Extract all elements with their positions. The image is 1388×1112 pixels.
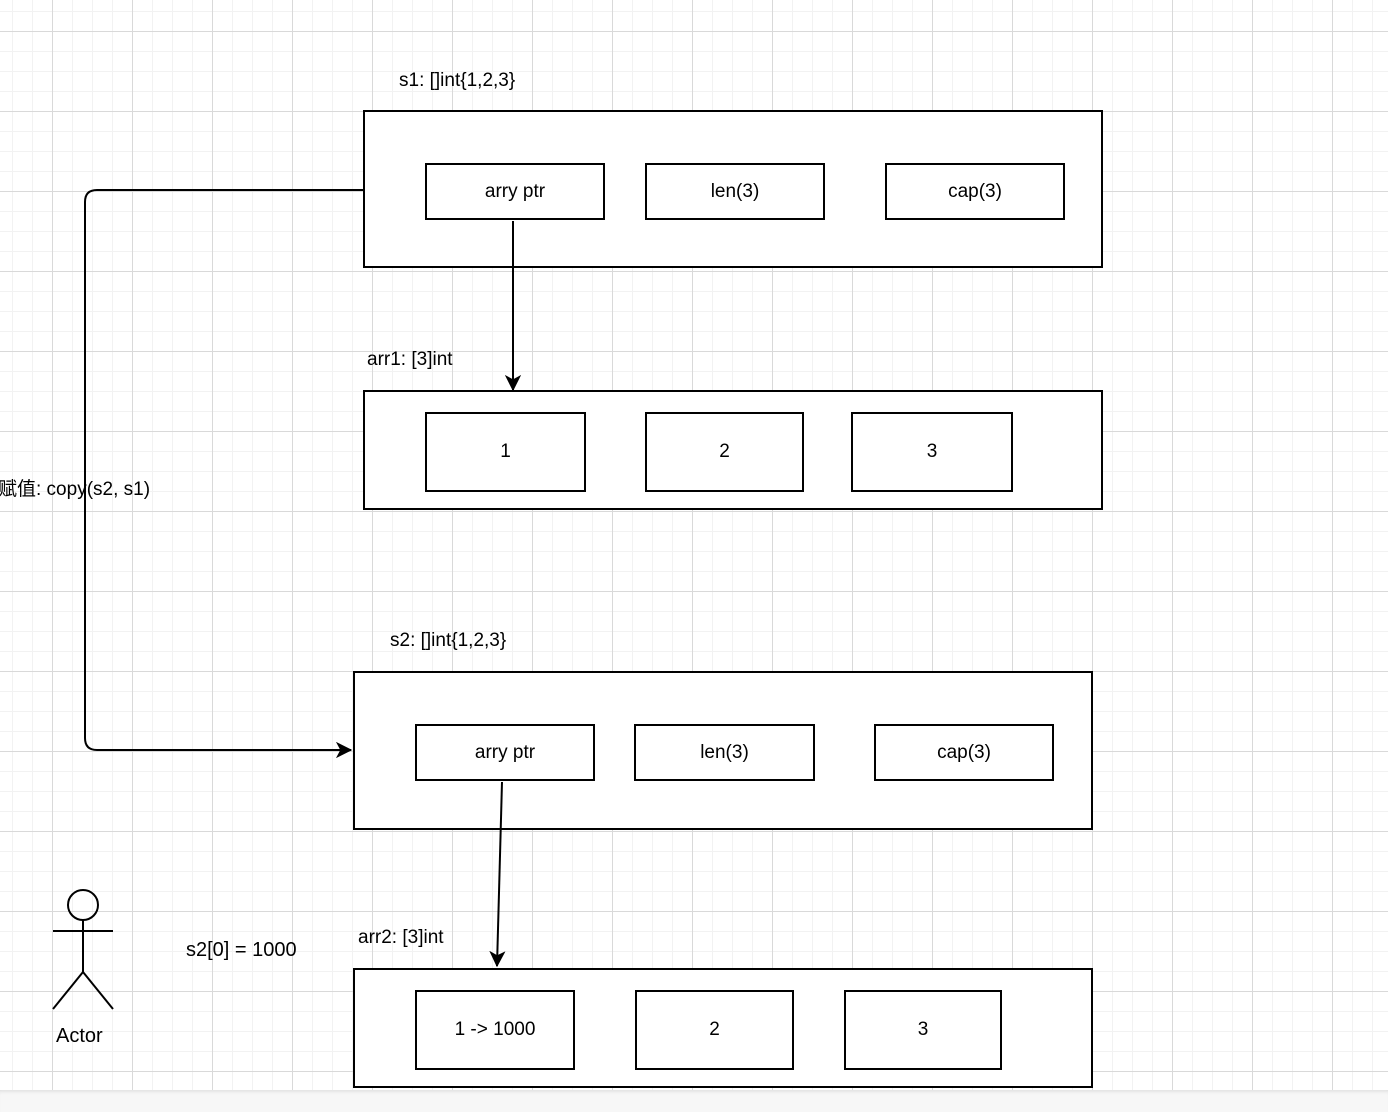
arr2-cell-1[interactable]: 2 — [635, 990, 794, 1070]
s2-struct-box[interactable]: arry ptr len(3) cap(3) — [353, 671, 1093, 830]
arr2-cell-2[interactable]: 3 — [844, 990, 1002, 1070]
offpage-area — [0, 1090, 1388, 1112]
s2-len-cell[interactable]: len(3) — [634, 724, 815, 781]
arr1-title[interactable]: arr1: [3]int — [367, 349, 453, 370]
assign-label[interactable]: s2[0] = 1000 — [186, 939, 297, 961]
arr2-array-box[interactable]: 1 -> 1000 2 3 — [353, 968, 1093, 1088]
actor-label[interactable]: Actor — [56, 1025, 103, 1047]
arr2-cell-0[interactable]: 1 -> 1000 — [415, 990, 575, 1070]
arr1-cell-2[interactable]: 3 — [851, 412, 1013, 492]
arr2-title[interactable]: arr2: [3]int — [358, 927, 444, 948]
arr1-cell-1[interactable]: 2 — [645, 412, 804, 492]
arr1-array-box[interactable]: 1 2 3 — [363, 390, 1103, 510]
arr1-cell-0[interactable]: 1 — [425, 412, 586, 492]
s1-arry-ptr-cell[interactable]: arry ptr — [425, 163, 605, 220]
copy-edge-label[interactable]: 赋值: copy(s2, s1) — [0, 479, 151, 500]
s1-title[interactable]: s1: []int{1,2,3} — [399, 70, 516, 91]
s2-title[interactable]: s2: []int{1,2,3} — [390, 630, 507, 651]
s1-len-cell[interactable]: len(3) — [645, 163, 825, 220]
s2-cap-cell[interactable]: cap(3) — [874, 724, 1054, 781]
s2-arry-ptr-cell[interactable]: arry ptr — [415, 724, 595, 781]
s1-struct-box[interactable]: arry ptr len(3) cap(3) — [363, 110, 1103, 268]
s1-cap-cell[interactable]: cap(3) — [885, 163, 1065, 220]
